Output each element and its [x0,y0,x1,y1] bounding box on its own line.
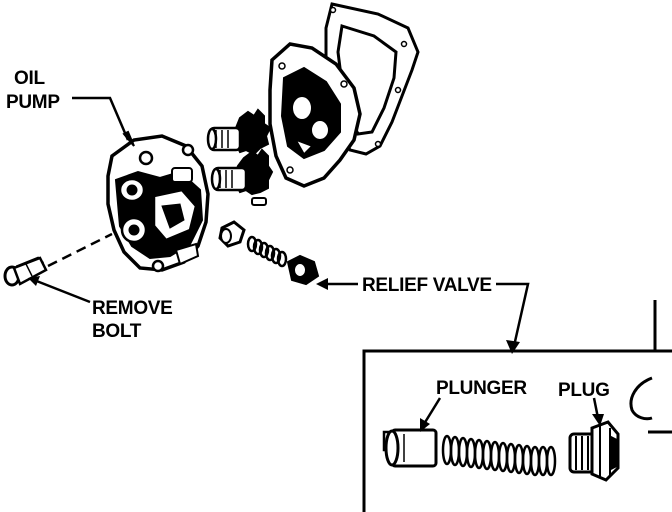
detail-plug [568,420,620,482]
pump-cover-plate [268,42,362,188]
gear-pin [251,197,267,206]
relief-valve-plunger [218,220,246,248]
oil-pump-leader-line [72,96,130,141]
relief-valve-arrowhead [316,278,328,290]
inner-driven-gear [210,148,274,196]
oil-pump-label-line1: OIL [14,68,45,89]
outer-drive-gear [206,108,272,156]
remove-bolt-label-line1: REMOVE [92,298,173,319]
plug-arrowhead [592,414,604,426]
remove-bolt-label-line2: BOLT [92,321,142,342]
relief-valve-detail-box [362,300,672,512]
oil-pump-body [106,134,210,273]
relief-valve-spring [246,235,288,268]
relief-valve-label: RELIEF VALVE [362,275,492,296]
remove-bolt [3,256,48,287]
plunger-leader-line [422,397,442,425]
plug-label: PLUG [558,380,610,401]
oil-pump-label-line2: PUMP [6,92,60,113]
remove-bolt-arrowhead [28,276,40,286]
plunger-arrowhead [420,418,430,432]
relief-valve-detail-arrowhead [506,340,520,354]
oil-pump-arrowhead [122,130,135,147]
detail-plunger [382,428,438,468]
relief-valve-detail-leader-line [496,282,530,347]
relief-valve-plug [286,254,320,286]
remove-bolt-leader-line [33,278,91,304]
detail-spring [441,434,557,477]
plunger-label: PLUNGER [436,378,527,399]
bolt-installation-path [47,232,113,268]
adjacent-detail-fragment [629,376,653,421]
